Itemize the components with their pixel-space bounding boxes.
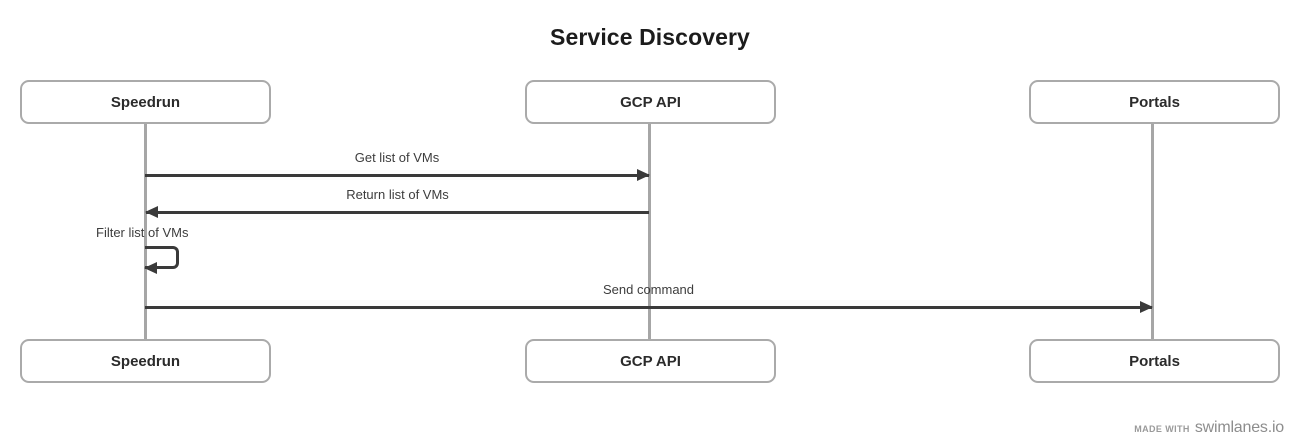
participant-label-speedrun: Speedrun: [110, 352, 181, 370]
message-line: [145, 174, 649, 177]
watermark-prefix: Made with: [1134, 424, 1190, 434]
message-label-send-command: Send command: [602, 282, 695, 297]
arrowhead-left-icon: [144, 262, 157, 274]
participant-label-gcp-api: GCP API: [620, 352, 681, 370]
participant-box-speedrun-bottom[interactable]: Speedrun: [20, 339, 271, 383]
arrowhead-right-icon: [1140, 301, 1153, 313]
self-message-filter-list-of-vms[interactable]: Filter list of VMs: [96, 225, 188, 274]
arrowhead-left-icon: [145, 206, 158, 218]
watermark-brand: swimlanes.io: [1194, 419, 1284, 436]
diagram-title: Service Discovery: [550, 24, 750, 50]
participant-label-speedrun: Speedrun: [110, 93, 181, 111]
participant-box-portals-bottom[interactable]: Portals: [1029, 339, 1280, 383]
lifeline-gcp-api: [648, 124, 651, 341]
participant-box-speedrun-top[interactable]: Speedrun: [20, 80, 271, 124]
lifeline-portals: [1151, 124, 1154, 341]
participant-box-gcp-api-top[interactable]: GCP API: [525, 80, 776, 124]
participant-label-portals: Portals: [1129, 93, 1180, 111]
participant-box-portals-top[interactable]: Portals: [1029, 80, 1280, 124]
lifeline-speedrun: [144, 124, 147, 341]
watermark[interactable]: Made with swimlanes.io: [1134, 419, 1284, 437]
self-loop-path: [145, 246, 179, 269]
message-label-get-list-of-vms: Get list of VMs: [354, 150, 440, 165]
message-label-filter-list-of-vms: Filter list of VMs: [96, 225, 189, 240]
message-line: [146, 211, 649, 214]
message-line: [145, 306, 1152, 309]
arrowhead-right-icon: [637, 169, 650, 181]
participant-label-portals: Portals: [1129, 352, 1180, 370]
participant-box-gcp-api-bottom[interactable]: GCP API: [525, 339, 776, 383]
participant-label-gcp-api: GCP API: [620, 93, 681, 111]
message-label-return-list-of-vms: Return list of VMs: [346, 187, 449, 202]
